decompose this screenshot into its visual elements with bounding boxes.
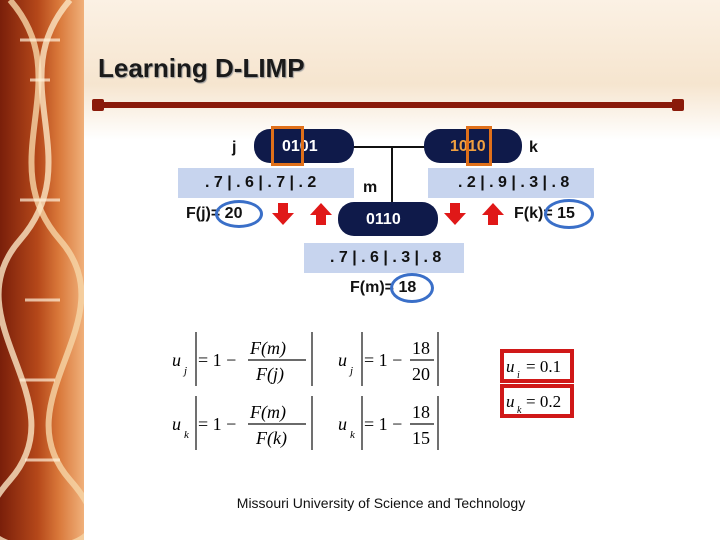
equation-ui-result: u i = 0.1 — [504, 353, 572, 381]
eq-sub: i — [517, 370, 520, 381]
up-arrow-icon — [310, 203, 332, 225]
title-rule — [98, 102, 682, 108]
equation-uj-numeric: u j = 1 − 18 20 — [334, 328, 444, 390]
child-m-label: m — [363, 179, 377, 197]
eq-rhs: = 0.1 — [526, 357, 561, 376]
eq-sub: k — [350, 429, 356, 441]
eq-sub: j — [182, 365, 187, 377]
parent-k-fitness-oval — [544, 199, 594, 229]
eq-sub: k — [517, 405, 522, 416]
dna-helix-graphic — [0, 0, 84, 540]
eq-sub: k — [184, 429, 190, 441]
eq-den: 15 — [412, 428, 430, 448]
child-link-line — [391, 146, 393, 202]
up-arrow-icon — [482, 203, 504, 225]
eq-num: 18 — [412, 402, 430, 422]
down-arrow-icon — [444, 203, 466, 225]
parent-k-label: k — [529, 139, 538, 157]
slide-title: Learning D-LIMP — [98, 53, 305, 84]
parent-k-bit-highlight — [466, 126, 492, 166]
eq-op: = 1 − — [364, 414, 402, 434]
eq-lhs: u — [338, 414, 347, 434]
down-arrow-icon — [272, 203, 294, 225]
equation-uk-result: u k = 0.2 — [504, 388, 572, 416]
child-m-genome: 0110 — [366, 211, 401, 229]
eq-op: = 1 − — [364, 350, 402, 370]
title-rule-left-cap — [92, 99, 104, 111]
eq-rhs: = 0.2 — [526, 392, 561, 411]
parent-j-bit-highlight — [271, 126, 304, 166]
equation-uj-general: u j = 1 − F(m) F(j) — [168, 328, 318, 390]
eq-num: 18 — [412, 338, 430, 358]
title-rule-right-cap — [672, 99, 684, 111]
footer-institution: Missouri University of Science and Techn… — [0, 495, 720, 511]
parent-j-probs: . 7 | . 6 | . 7 | . 2 — [205, 174, 316, 192]
parent-k-probs: . 2 | . 9 | . 3 | . 8 — [458, 174, 569, 192]
eq-lhs: u — [172, 414, 181, 434]
eq-den: F(j) — [255, 364, 284, 385]
equation-uk-general: u k = 1 − F(m) F(k) — [168, 392, 318, 454]
dna-sidebar-decoration — [0, 0, 84, 540]
eq-op: = 1 − — [198, 414, 236, 434]
child-m-probs: . 7 | . 6 | . 3 | . 8 — [330, 249, 441, 267]
eq-lhs: u — [338, 350, 347, 370]
eq-num: F(m) — [249, 402, 286, 423]
eq-lhs: u — [506, 357, 515, 376]
eq-den: F(k) — [255, 428, 287, 449]
equation-uk-numeric: u k = 1 − 18 15 — [334, 392, 444, 454]
eq-sub: j — [348, 365, 353, 377]
eq-den: 20 — [412, 364, 430, 384]
eq-lhs: u — [172, 350, 181, 370]
parent-j-label: j — [232, 139, 236, 157]
child-m-fitness-oval — [390, 273, 434, 303]
parent-j-fitness-oval — [215, 200, 263, 228]
eq-num: F(m) — [249, 338, 286, 359]
eq-lhs: u — [506, 392, 515, 411]
eq-op: = 1 − — [198, 350, 236, 370]
